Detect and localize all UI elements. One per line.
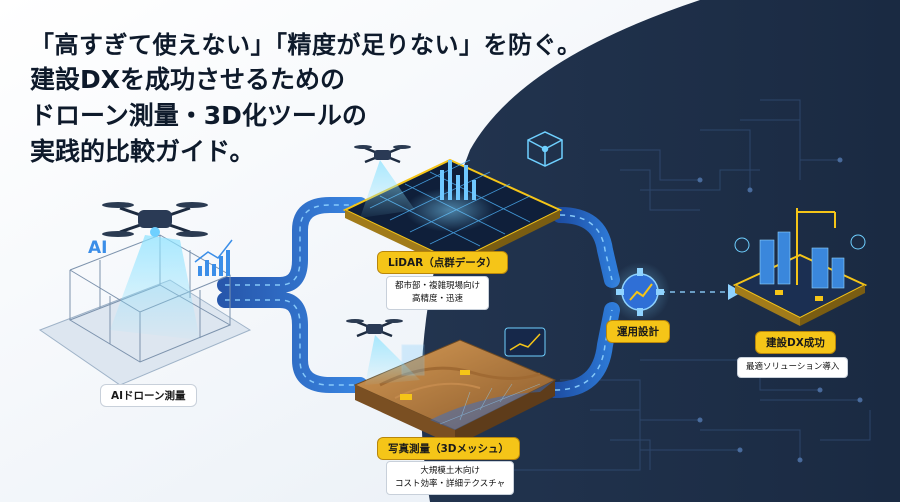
headline-line-2: 建設DXを成功させるための — [30, 65, 346, 94]
node-goal-desc-1: 最適ソリューション導入 — [746, 362, 840, 372]
headline-line-4: 実践的比較ガイド。 — [30, 137, 255, 166]
node-lidar-desc: 都市部・複雑現場向け 高精度・迅速 — [386, 276, 490, 310]
headline-line-3: ドローン測量・3D化ツールの — [30, 101, 367, 130]
node-lidar-desc-2: 高精度・迅速 — [412, 294, 464, 304]
node-photo-desc-2: コスト効率・詳細テクスチャ — [395, 479, 506, 489]
headline: 「高すぎて使えない」「精度が足りない」を防ぐ。 建設DXを成功させるための ドロ… — [30, 28, 590, 170]
node-ops-label: 運用設計 — [606, 320, 670, 343]
ai-text: AI — [88, 238, 108, 258]
node-photo-label: 写真測量（3Dメッシュ） — [377, 437, 521, 460]
node-photo-desc-1: 大規模土木向け — [420, 466, 480, 476]
headline-line-1: 「高すぎて使えない」「精度が足りない」を防ぐ。 — [30, 31, 582, 59]
node-lidar-desc-1: 都市部・複雑現場向け — [395, 281, 481, 291]
smart-city-illustration — [732, 208, 868, 326]
node-lidar-label: LiDAR（点群データ） — [377, 251, 508, 274]
node-goal-desc: 最適ソリューション導入 — [737, 357, 849, 378]
ops-gear-icon — [610, 262, 670, 322]
photogrammetry-illustration — [346, 319, 557, 446]
chart-panel-icon — [504, 327, 546, 357]
node-goal-label: 建設DX成功 — [755, 331, 836, 354]
drone-survey-illustration — [38, 202, 252, 386]
node-photo-desc: 大規模土木向け コスト効率・詳細テクスチャ — [386, 461, 515, 495]
node-start-label: AIドローン測量 — [100, 384, 197, 407]
network-cube-icon — [527, 131, 563, 167]
